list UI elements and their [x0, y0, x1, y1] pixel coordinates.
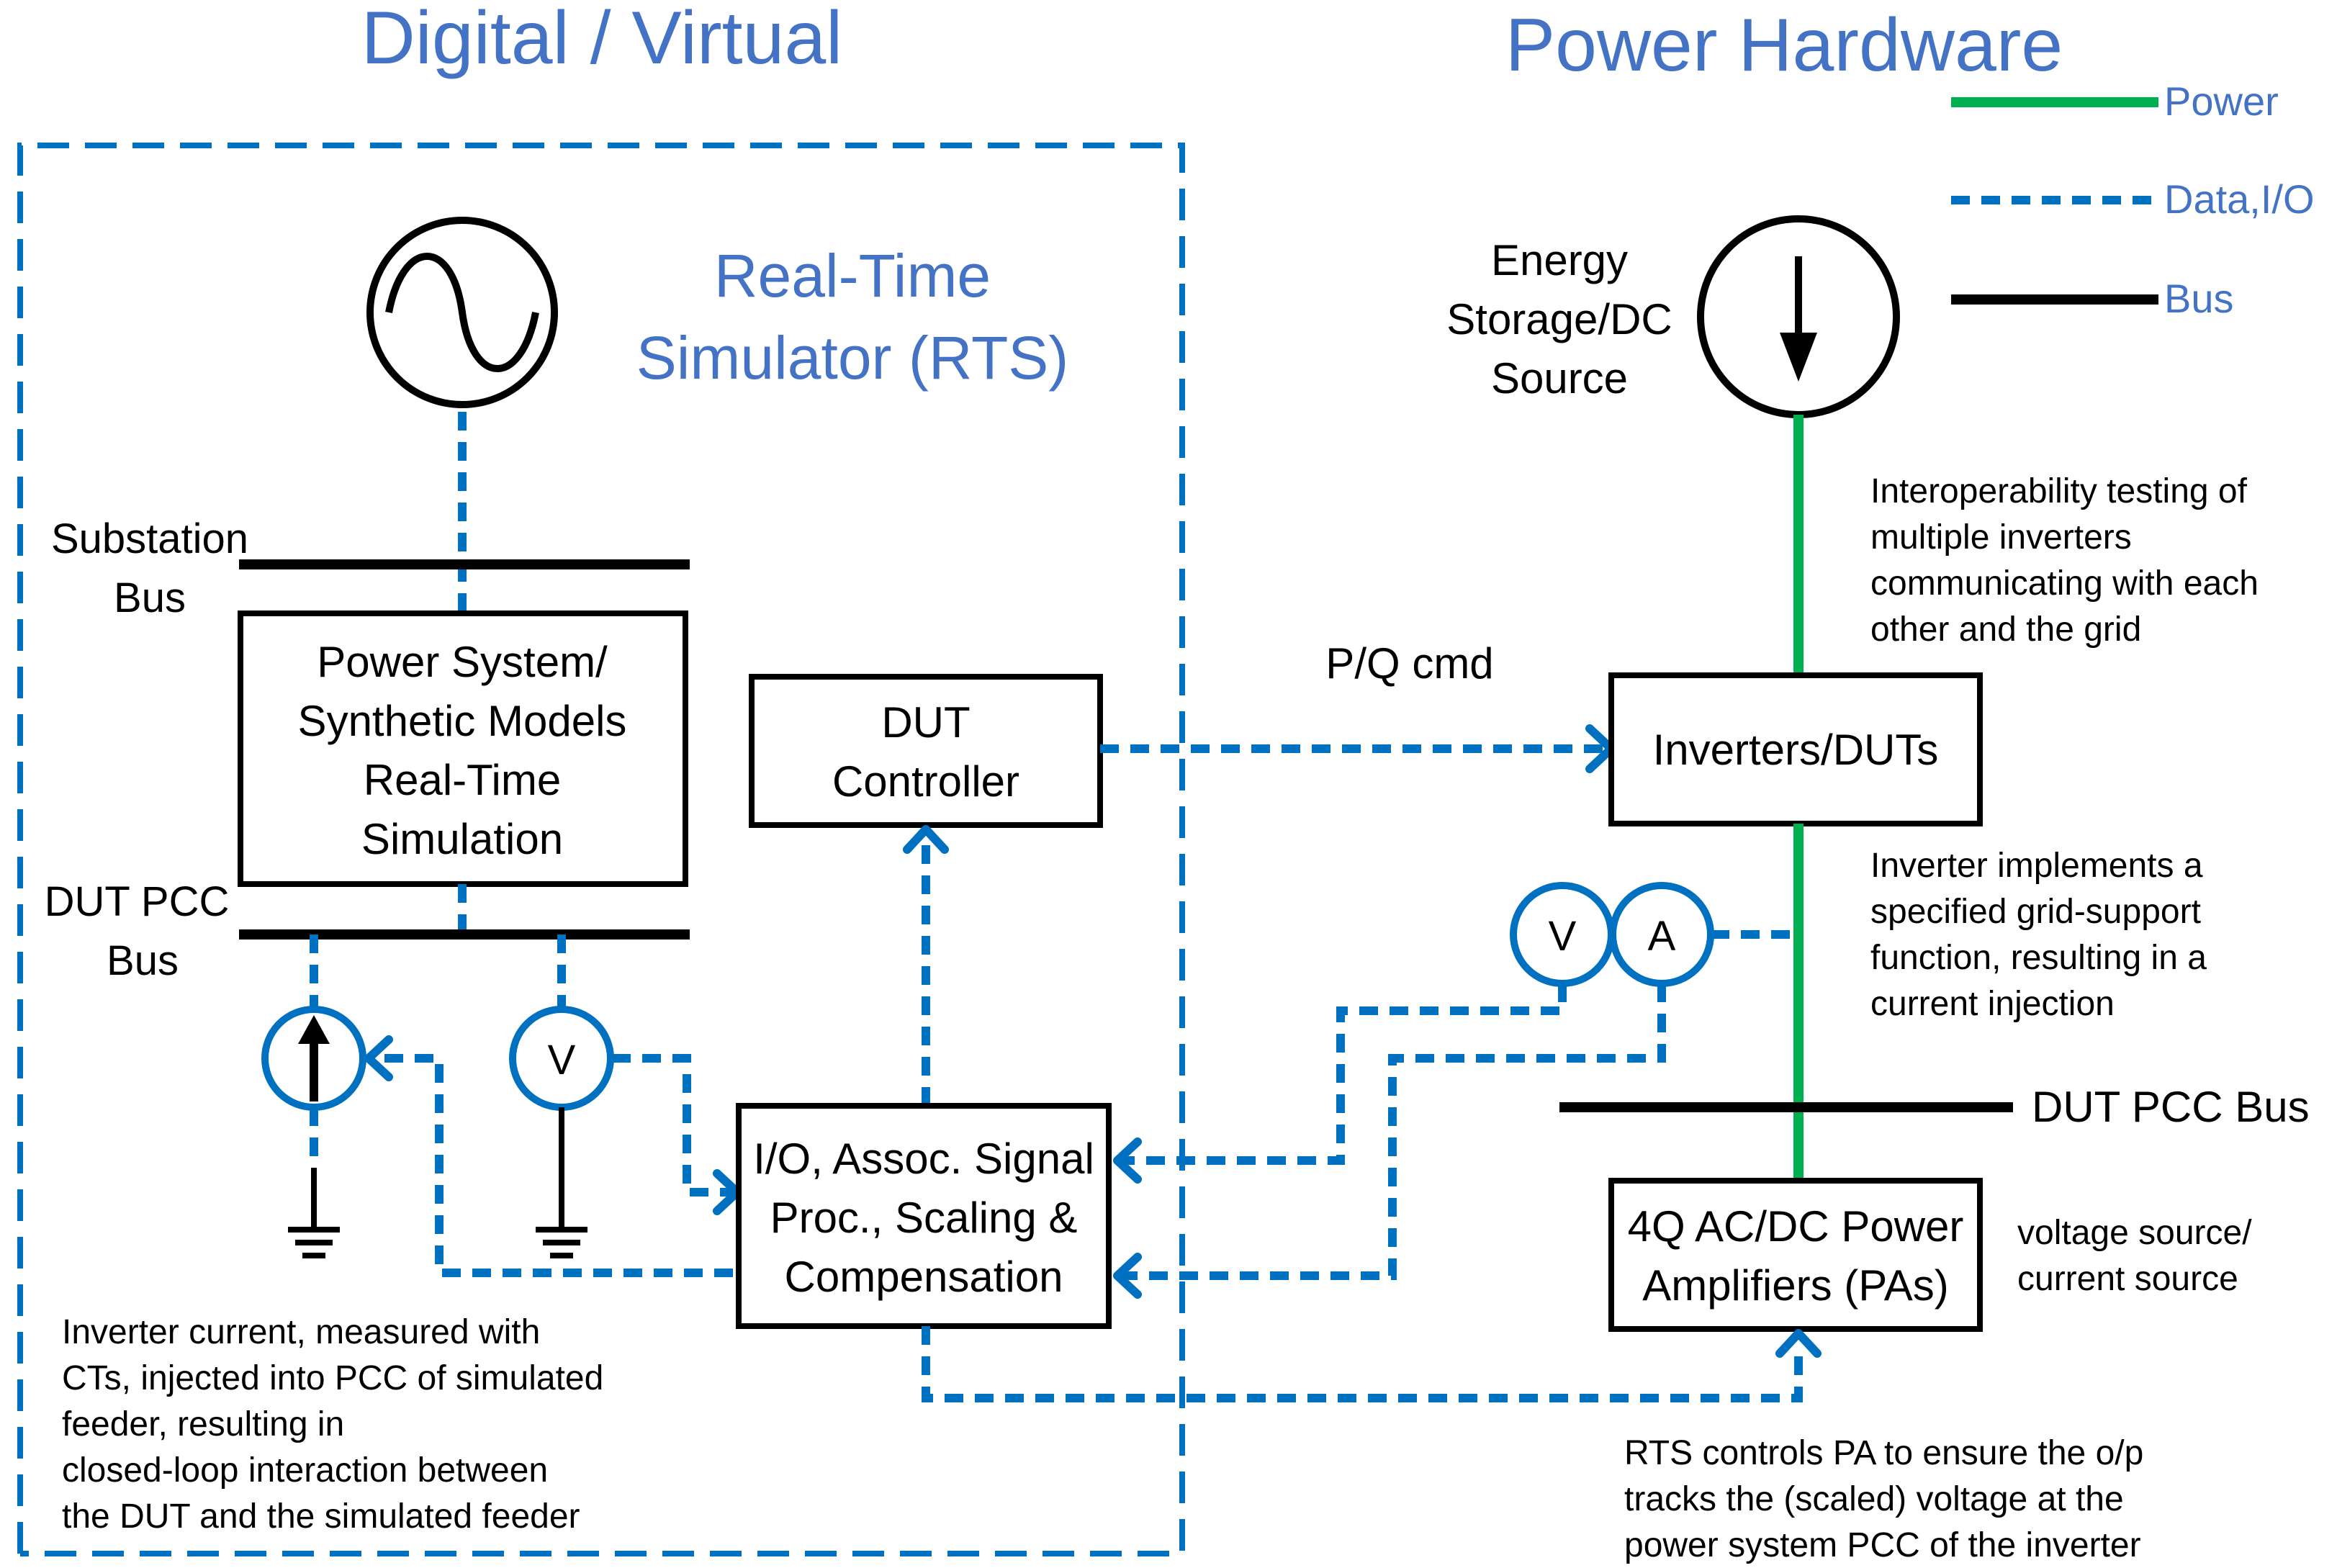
rts-controls-note-1: RTS controls PA to ensure the o/p [1624, 1434, 2143, 1472]
power-system-box [238, 610, 688, 887]
io-to-amplifier-link [922, 1326, 1803, 1402]
legend-power-label: Power [2164, 78, 2279, 124]
voltage-source-note-2: current source [2017, 1260, 2238, 1298]
inverters-duts-box [1608, 672, 1983, 826]
inverter-implements-note-1: Inverter implements a [1870, 847, 2203, 885]
dut-pcc-bus-right-label: DUT PCC Bus [2032, 1083, 2310, 1131]
power-system-line-3: Real-Time [364, 756, 561, 804]
power-amplifiers-box [1608, 1178, 1983, 1332]
inverter-implements-note-4: current injection [1870, 985, 2115, 1023]
voltage-feedback-arrowhead [1113, 1137, 1142, 1184]
inverter-current-note-5: the DUT and the simulated feeder [62, 1497, 580, 1536]
io-to-controller-arrowhead [903, 825, 949, 854]
voltage-feedback-link [1123, 983, 1567, 1165]
dut-controller-box [749, 674, 1103, 828]
inverter-current-note-2: CTs, injected into PCC of simulated [62, 1359, 603, 1397]
voltmeter-left-label: V [548, 1037, 576, 1083]
inverter-current-note-3: feeder, resulting in [62, 1405, 344, 1443]
power-system-line-4: Simulation [361, 815, 563, 863]
rts-controls-note-2: tracks the (scaled) voltage at the [1624, 1480, 2124, 1518]
sine-wave-icon [385, 253, 539, 372]
power-amplifiers-line-2: Amplifiers (PAs) [1642, 1261, 1949, 1310]
dut-pcc-bus-left-label-2: Bus [107, 937, 179, 984]
rts-title-line-2: Simulator (RTS) [636, 324, 1069, 392]
power-hardware-title: Power Hardware [1505, 4, 2063, 87]
substation-bus-label-1: Substation [51, 515, 248, 562]
current-injection-arrowhead [364, 1035, 393, 1081]
digital-region-boundary [17, 143, 1185, 1556]
interoperability-note-2: multiple inverters [1870, 518, 2132, 557]
energy-storage-label-1: Energy [1491, 236, 1628, 284]
io-box-line-2: Proc., Scaling & [770, 1194, 1078, 1242]
io-box-line-3: Compensation [785, 1253, 1063, 1301]
voltage-source-note-1: voltage source/ [2017, 1214, 2252, 1252]
voltage-measurement-link [612, 1054, 734, 1197]
current-injection-link [373, 1054, 733, 1277]
inverter-implements-note-3: function, resulting in a [1870, 939, 2207, 977]
power-system-line-1: Power System/ [317, 638, 608, 686]
ground-icon-left [288, 1227, 340, 1258]
io-box-line-1: I/O, Assoc. Signal [753, 1135, 1094, 1183]
power-system-line-2: Synthetic Models [298, 697, 627, 745]
dut-controller-line-1: DUT [881, 698, 970, 747]
current-feedback-arrowhead [1113, 1253, 1142, 1299]
current-feedback-link [1123, 983, 1666, 1280]
power-amplifiers-line-1: 4Q AC/DC Power [1628, 1202, 1964, 1251]
inverter-implements-note-2: specified grid-support [1870, 893, 2201, 931]
up-arrow-icon [298, 1015, 330, 1044]
ground-icon-right [536, 1227, 587, 1258]
voltmeter-right-label: V [1549, 913, 1577, 960]
legend-data-label: Data,I/O [2164, 176, 2315, 222]
rts-title-line-1: Real-Time [714, 242, 991, 310]
inverter-current-note-4: closed-loop interaction between [62, 1451, 548, 1490]
digital-virtual-title: Digital / Virtual [361, 0, 843, 80]
pq-cmd-label: P/Q cmd [1325, 639, 1493, 688]
interoperability-note-3: communicating with each [1870, 564, 2259, 603]
io-to-amplifier-arrowhead [1775, 1329, 1822, 1358]
inverter-current-note-1: Inverter current, measured with [62, 1313, 540, 1351]
dut-pcc-bus-left-label-1: DUT PCC [45, 878, 230, 925]
energy-storage-label-3: Source [1491, 354, 1628, 402]
inverters-duts-label: Inverters/DUTs [1653, 726, 1939, 774]
substation-bus-label-2: Bus [114, 575, 186, 621]
dut-controller-line-2: Controller [832, 757, 1019, 806]
legend-bus-label: Bus [2164, 276, 2234, 321]
rts-controls-note-3: power system PCC of the inverter [1624, 1526, 2141, 1564]
energy-storage-label-2: Storage/DC [1446, 295, 1672, 343]
interoperability-note-1: Interoperability testing of [1870, 472, 2248, 510]
interoperability-note-4: other and the grid [1870, 610, 2141, 649]
down-arrow-icon [1780, 333, 1817, 382]
ammeter-right-label: A [1648, 913, 1676, 960]
